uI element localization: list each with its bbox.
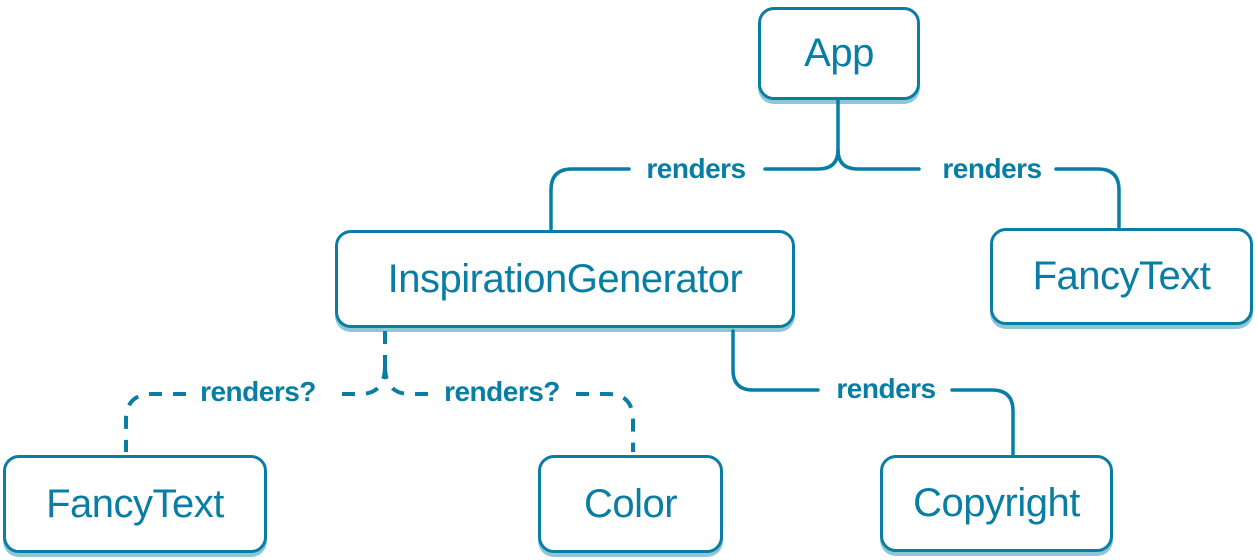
edge-inspirationgenerator-to-fancytext-left-branch <box>332 365 387 396</box>
node-fancy-text-top-label: FancyText <box>1032 254 1211 298</box>
edge-label-renders-question-color: renders? <box>444 376 560 407</box>
node-inspiration-generator-label: InspirationGenerator <box>387 256 743 301</box>
edge-inspirationgenerator-to-fancytext-left-drop <box>124 392 186 452</box>
node-copyright: Copyright <box>880 455 1113 552</box>
node-fancy-text-top: FancyText <box>990 228 1253 325</box>
node-copyright-label: Copyright <box>913 481 1080 525</box>
node-fancy-text-bottom-label: FancyText <box>46 481 224 526</box>
edge-app-to-fancytext-stem <box>836 148 921 171</box>
edge-app-to-inspirationgenerator-stem <box>763 98 840 171</box>
edge-label-renders-question-fancytext: renders? <box>200 376 316 407</box>
node-app-label: App <box>804 31 874 75</box>
edge-app-to-fancytext-drop <box>1054 167 1121 229</box>
edge-inspirationgenerator-to-copyright-stem <box>731 329 820 392</box>
edge-label-renders-copyright: renders <box>836 373 936 404</box>
node-fancy-text-bottom: FancyText <box>3 455 267 553</box>
edge-inspirationgenerator-to-copyright-drop <box>950 388 1015 456</box>
node-inspiration-generator: InspirationGenerator <box>335 230 795 328</box>
edge-label-renders-app-fancytext: renders <box>942 153 1042 184</box>
edge-inspirationgenerator-to-color-drop <box>576 392 635 452</box>
edge-app-to-inspirationgenerator-drop <box>549 167 631 231</box>
node-color: Color <box>538 455 723 553</box>
node-app: App <box>758 7 920 100</box>
node-color-label: Color <box>583 481 678 526</box>
edge-inspirationgenerator-to-color-branch <box>383 365 428 396</box>
edge-label-renders-app-inspirationgenerator: renders <box>646 153 746 184</box>
